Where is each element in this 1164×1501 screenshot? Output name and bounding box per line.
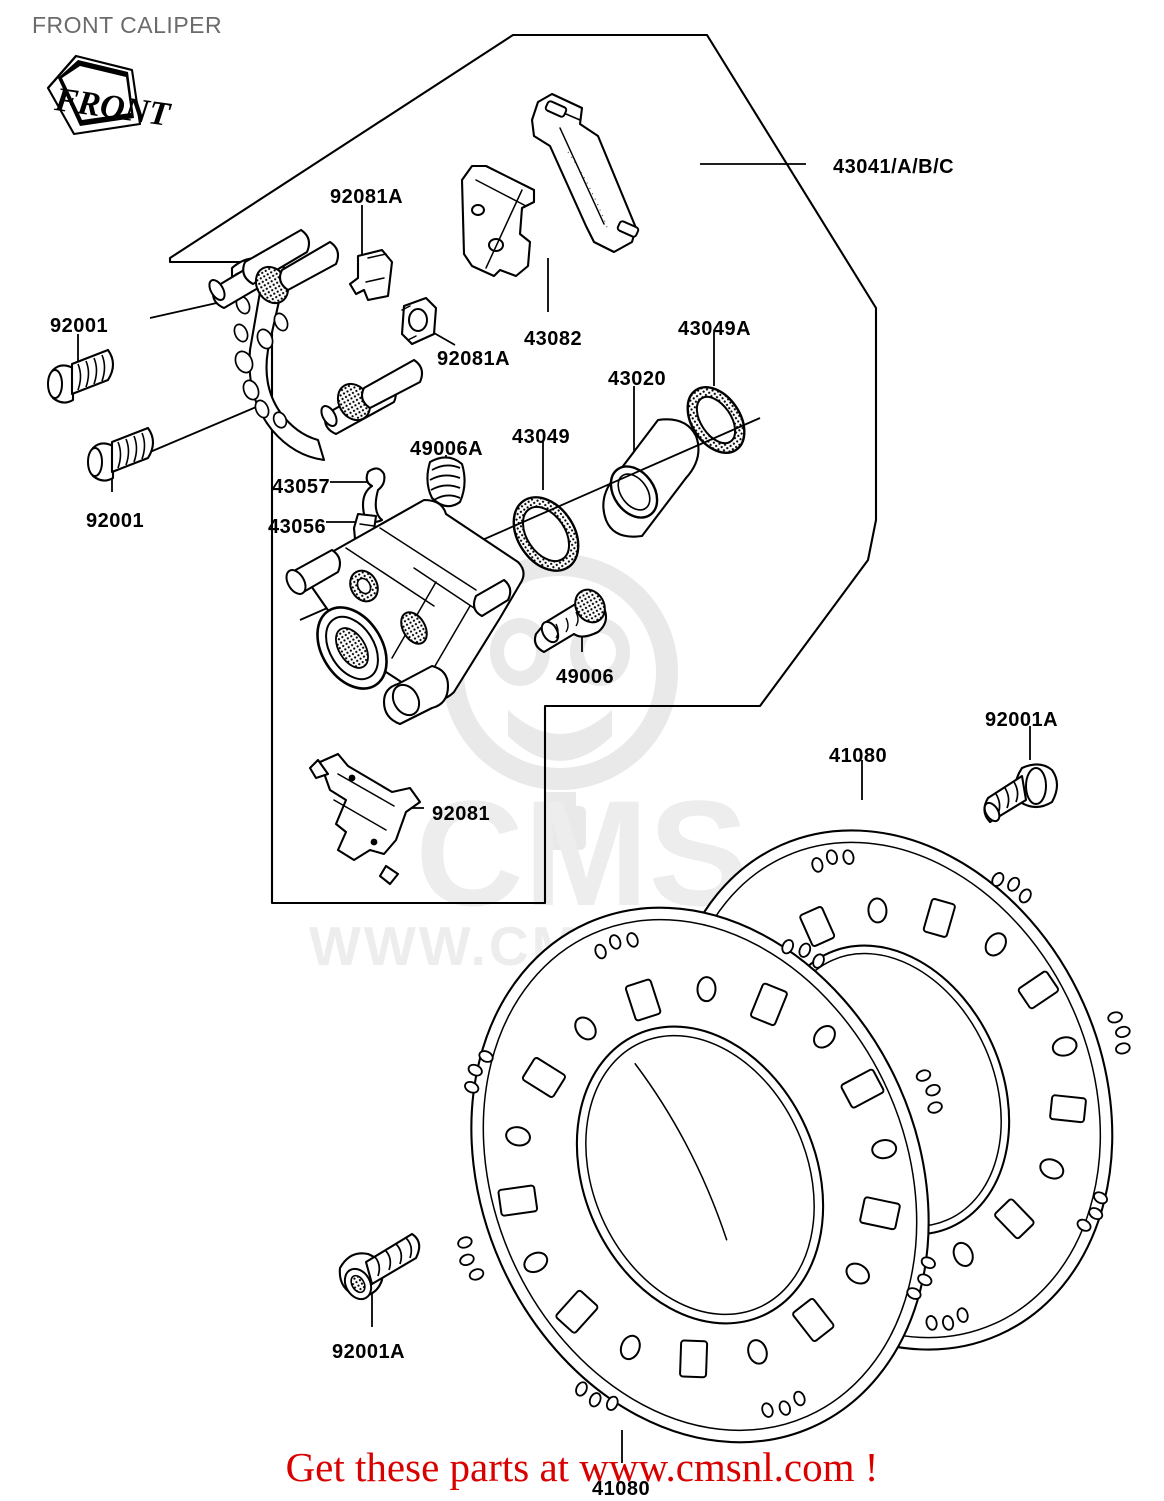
part-label-92001a-upper: 92001A	[985, 709, 1059, 731]
bracket-pin-lower	[320, 358, 424, 436]
part-label-49006a: 49006A	[410, 438, 484, 460]
page-title: FRONT CALIPER	[32, 12, 223, 38]
disc-bolt-upper	[983, 763, 1059, 824]
brake-disc-front	[457, 906, 943, 1444]
part-label-92081a-upper: 92081A	[330, 186, 404, 208]
watermark-logo-text: CMS	[415, 769, 748, 937]
part-label-92001-lower: 92001	[86, 510, 145, 532]
pad-shim-clip-lower	[400, 296, 438, 346]
piston-seal	[512, 496, 580, 572]
part-label-43049: 43049	[512, 426, 571, 448]
caliper-body	[285, 498, 525, 726]
slide-pin-boot	[533, 588, 608, 654]
part-label-92001a-lower: 92001A	[332, 1341, 406, 1363]
part-label-92001-upper: 92001	[50, 315, 109, 337]
part-label-43056: 43056	[268, 516, 327, 538]
part-label-43049a: 43049A	[678, 318, 752, 340]
part-label-41080-rear: 41080	[829, 745, 888, 767]
bleed-valve-cap	[361, 467, 386, 524]
pad-spring	[308, 752, 422, 886]
piston	[602, 418, 700, 538]
front-direction-marker: FRONT	[46, 54, 173, 136]
part-label-43020: 43020	[608, 368, 667, 390]
brake-pad-outer	[530, 92, 640, 254]
part-label-92081: 92081	[432, 803, 491, 825]
part-label-43057: 43057	[272, 476, 331, 498]
footer-promo-text: Get these parts at www.cmsnl.com !	[285, 1444, 879, 1490]
bolt-92001-lower	[87, 426, 155, 482]
bracket-pin-upper	[208, 228, 340, 310]
brake-pad-inner	[460, 164, 536, 278]
part-label-41080-front: 41080	[592, 1478, 651, 1500]
part-label-43041: 43041/A/B/C	[833, 156, 955, 178]
dust-seal	[686, 386, 746, 454]
part-label-43082: 43082	[524, 328, 583, 350]
caliper-bracket	[208, 228, 424, 462]
part-label-92081a-lower: 92081A	[437, 348, 511, 370]
assembly-boundary-polygon	[168, 33, 878, 905]
pad-shim-clip-upper	[348, 248, 394, 302]
disc-bolt-lower	[338, 1232, 421, 1301]
boot-bushing	[426, 456, 466, 508]
part-label-49006: 49006	[556, 666, 615, 688]
bolt-92001-upper	[47, 348, 115, 404]
